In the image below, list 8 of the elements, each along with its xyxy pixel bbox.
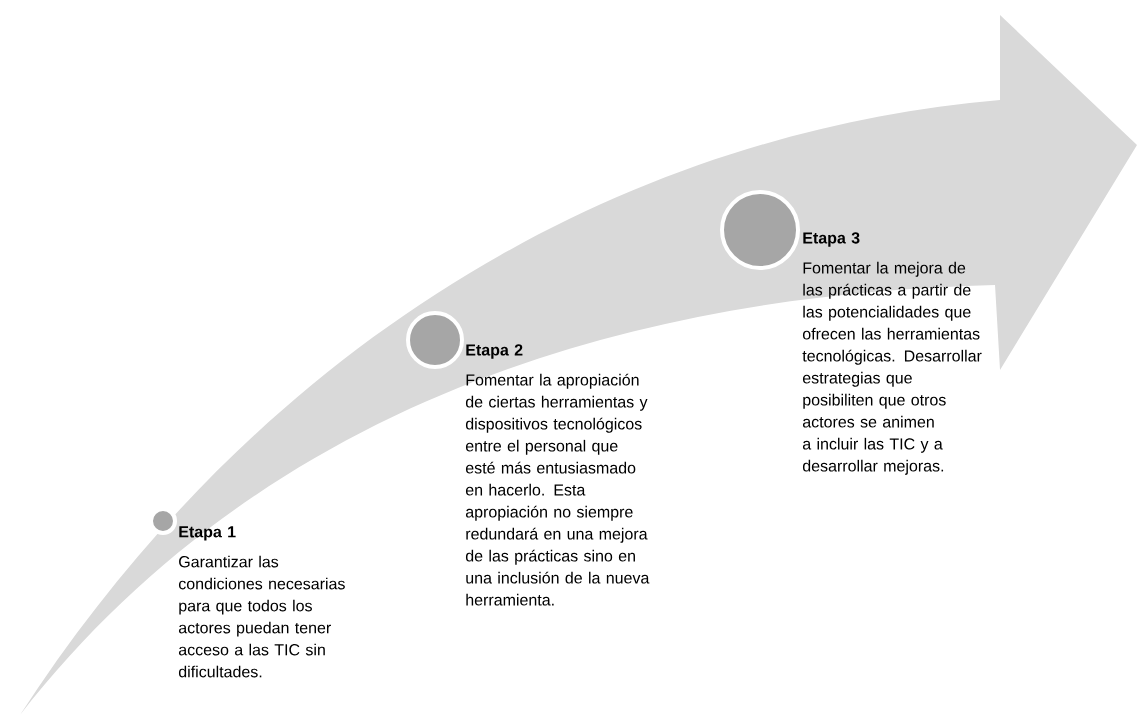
stage-description: Fomentar la apropiación de ciertas herramientas y dispositivos tecnológicos entre el personal que esté más entusiasmado en hacerlo. Esta apropiación no siempre redundará en una mejora de las prácticas sino en una inclusión de la nueva herramienta. — [465, 373, 650, 606]
stage-heading: Etapa 3 — [803, 232, 860, 247]
stage-heading: Etapa 1 — [179, 526, 236, 541]
stage-circle — [406, 311, 464, 369]
stage-description: Garantizar las condiciones necesarias para que todos los actores puedan tener acceso a las TIC sin dificultades. — [178, 555, 345, 678]
stage-description: Fomentar la mejora de las prácticas a partir de las potencialidades que ofrecen las herramientas tecnológicas. Desarrollar estrategias que posibiliten que otros actores se animen a incluir las TIC y a desarrollar mejoras. — [802, 261, 982, 475]
stage-circle — [720, 190, 800, 270]
stage-heading: Etapa 2 — [466, 344, 523, 359]
